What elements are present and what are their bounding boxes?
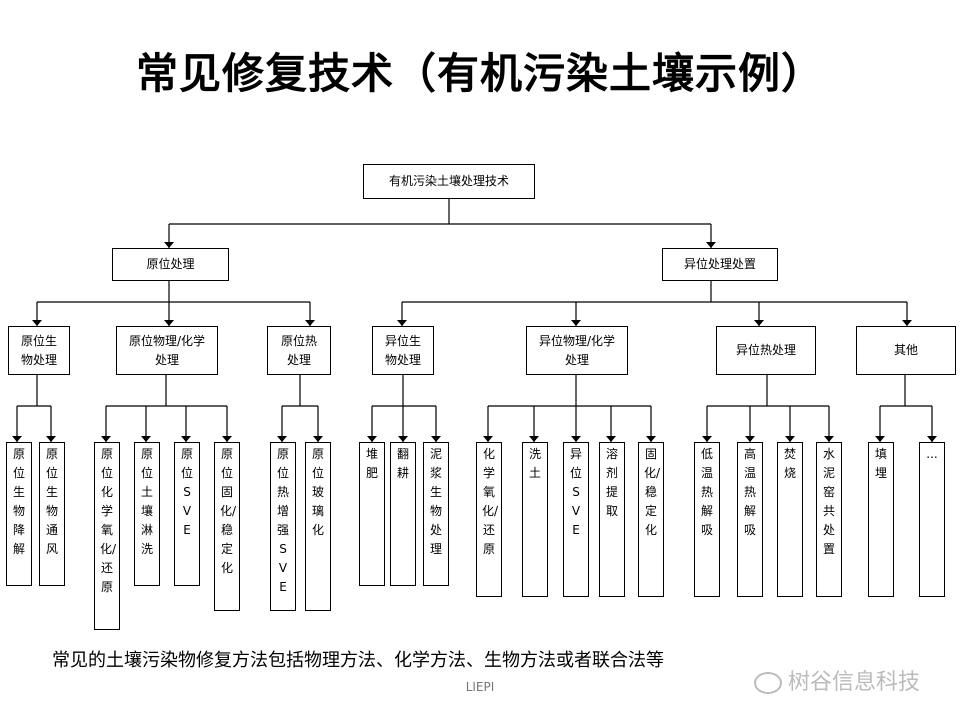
leaf-node: 低温热解吸: [694, 442, 720, 597]
leaf-node: 泥浆生物处理: [423, 442, 449, 586]
leaf-node: 翻耕: [390, 442, 416, 586]
leaf-node: 高温热解吸: [737, 442, 763, 597]
leaf-node: 异位SVE: [563, 442, 589, 597]
leaf-node: 原位玻璃化: [305, 442, 331, 611]
leaf-node: 原位SVE: [174, 442, 200, 586]
leaf-node: 原位化学氧化/还原: [94, 442, 120, 630]
node-in-situ-thermal: 原位热处理: [267, 326, 331, 375]
node-in-situ: 原位处理: [112, 248, 229, 281]
leaf-node: 原位生物通风: [39, 442, 65, 586]
node-other: 其他: [856, 326, 956, 375]
node-ex-situ-thermal: 异位热处理: [716, 326, 816, 375]
slide-title: 常见修复技术（有机污染土壤示例）: [135, 49, 824, 98]
leaf-node: 堆肥: [359, 442, 385, 586]
watermark-text: 树谷信息科技: [788, 670, 921, 695]
leaf-node: 焚烧: [777, 442, 803, 597]
leaf-node: ...: [919, 442, 945, 597]
caption: 常见的土壤污染物修复方法包括物理方法、化学方法、生物方法或者联合法等: [52, 650, 664, 671]
leaf-node: 原位土壤淋洗: [134, 442, 160, 586]
leaf-node: 原位固化/稳定化: [214, 442, 240, 611]
source-label: LIEPI: [465, 680, 495, 694]
leaf-node: 填埋: [868, 442, 894, 597]
leaf-node: 原位生物降解: [6, 442, 32, 586]
wechat-icon: [754, 672, 782, 694]
leaf-node: 固化/稳定化: [638, 442, 664, 597]
leaf-node: 原位热增强SVE: [270, 442, 296, 611]
node-ex-situ-bio: 异位生物处理: [372, 326, 434, 375]
leaf-node: 溶剂提取: [599, 442, 625, 597]
leaf-node: 化学氧化/还原: [476, 442, 502, 597]
root-node: 有机污染土壤处理技术: [363, 164, 535, 199]
node-in-situ-bio: 原位生物处理: [8, 326, 70, 375]
watermark: 树谷信息科技: [754, 664, 920, 696]
node-in-situ-physchem: 原位物理/化学处理: [116, 326, 218, 375]
node-ex-situ: 异位处理处置: [662, 248, 778, 281]
node-ex-situ-physchem: 异位物理/化学处理: [526, 326, 628, 375]
leaf-node: 水泥窑共处置: [816, 442, 842, 597]
leaf-node: 洗土: [522, 442, 548, 597]
